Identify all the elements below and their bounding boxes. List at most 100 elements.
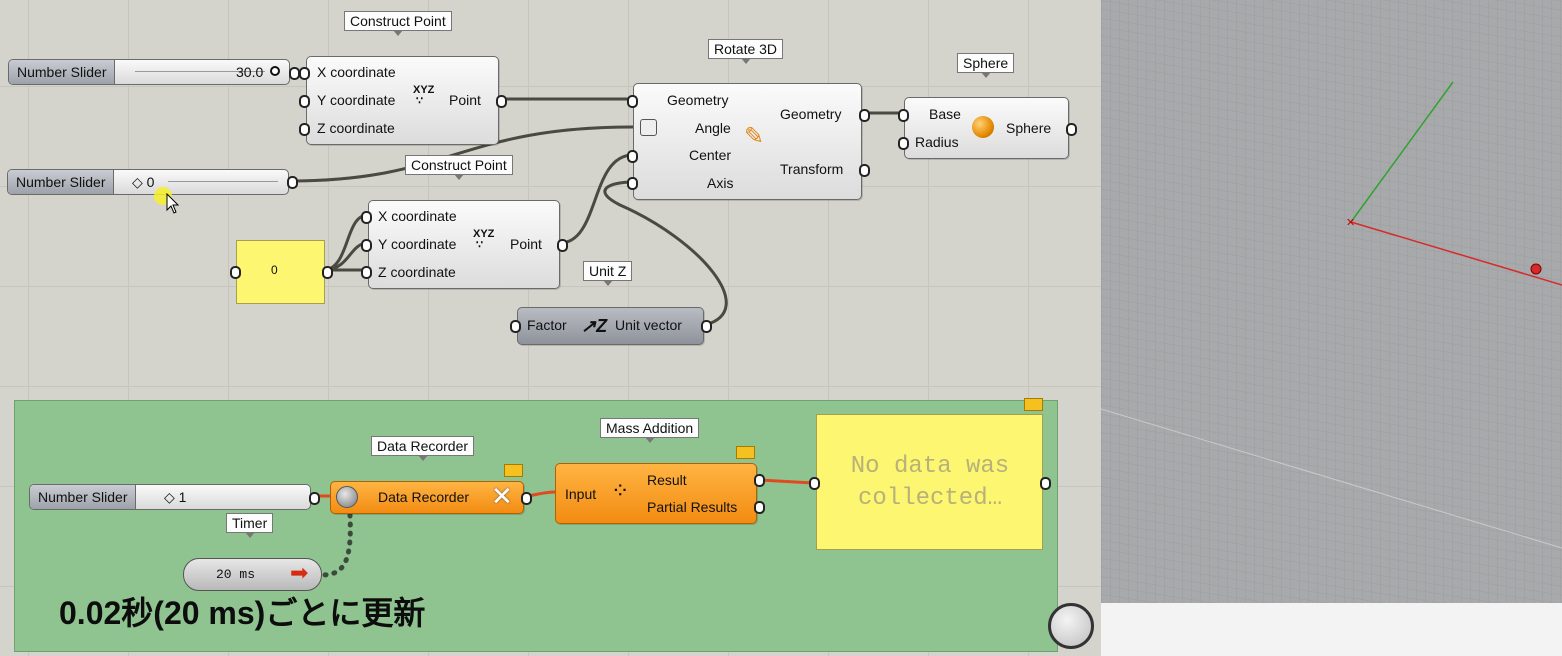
grip-recorder-out[interactable] — [521, 492, 532, 505]
grasshopper-canvas[interactable]: Number Slider 30.0 Construct Point X coo… — [0, 0, 1101, 656]
rhino-viewport[interactable]: ✕ — [1101, 0, 1562, 603]
slider-value: ◇ 1 — [164, 489, 187, 505]
grip-cp1-z[interactable] — [299, 123, 310, 136]
data-recorder-label: Data Recorder — [378, 489, 470, 505]
grip-rot-axis[interactable] — [627, 177, 638, 190]
input-base: Base — [929, 106, 961, 122]
grip-rot-geometry[interactable] — [627, 95, 638, 108]
mass-addition-component[interactable]: Input ⁘ Result Partial Results — [555, 463, 757, 524]
grip-sphere-base[interactable] — [898, 109, 909, 122]
slider-value: 30.0 — [236, 64, 264, 80]
tag-rotate-3d: Rotate 3D — [708, 39, 784, 64]
slider-label: Number Slider — [9, 60, 116, 84]
unit-z-icon: ↗Z — [581, 316, 608, 336]
grip-panel-output-out[interactable] — [1040, 477, 1051, 490]
canvas-navigator-icon[interactable] — [1048, 603, 1094, 649]
grip-cp1-x[interactable] — [299, 67, 310, 80]
panel-value: 0 — [271, 263, 278, 277]
grip-rot-out-geometry[interactable] — [859, 109, 870, 122]
grip-mass-result[interactable] — [754, 474, 765, 487]
output-geometry: Geometry — [780, 106, 842, 122]
origin-marker: ✕ — [1346, 217, 1355, 229]
panel-zero[interactable]: 0 — [236, 240, 325, 304]
tag-construct-point-1: Construct Point — [344, 11, 452, 36]
tag-data-recorder: Data Recorder — [371, 436, 475, 461]
input-center: Center — [689, 147, 732, 163]
panel-output-text: No data was collected… — [825, 451, 1035, 515]
grip-sphere-radius[interactable] — [898, 137, 909, 150]
tag-mass-addition: Mass Addition — [600, 418, 700, 443]
tag-construct-point-2: Construct Point — [405, 155, 513, 180]
input-y-coordinate: Y coordinate — [317, 92, 396, 108]
output-point: Point — [510, 236, 542, 252]
record-toggle-icon[interactable] — [336, 486, 358, 508]
input-z-coordinate: Z coordinate — [317, 120, 395, 136]
number-slider-counter[interactable]: Number Slider ◇ 1 — [29, 484, 311, 510]
grip-cp2-point[interactable] — [557, 239, 568, 252]
viewport-grid: ✕ — [1101, 0, 1562, 603]
grip-mass-partial[interactable] — [754, 501, 765, 514]
output-partial-results: Partial Results — [647, 499, 738, 515]
angle-degree-icon[interactable] — [640, 119, 657, 136]
input-x-coordinate: X coordinate — [378, 208, 457, 224]
caption-text: 0.02秒(20 ms)ごとに更新 — [59, 595, 426, 631]
grip-sphere-out[interactable] — [1066, 123, 1077, 136]
input-radius: Radius — [915, 134, 959, 150]
sphere-component[interactable]: Base Radius Sphere — [904, 97, 1069, 159]
arrow-right-icon: ➡ — [290, 560, 309, 585]
slider-label: Number Slider — [8, 170, 115, 194]
rotate-3d-component[interactable]: Geometry Angle Center Axis ✎ Geometry Tr… — [633, 83, 862, 200]
message-flag-icon — [1024, 398, 1043, 411]
grip-cp2-y[interactable] — [361, 239, 372, 252]
timer-value: 20 ms — [216, 567, 256, 582]
input-angle: Angle — [695, 120, 731, 136]
grip-panel-out[interactable] — [322, 266, 333, 279]
panel-output-line-2: collected… — [857, 485, 1003, 512]
tag-unit-z: Unit Z — [583, 261, 633, 286]
grip-rot-center[interactable] — [627, 150, 638, 163]
mouse-cursor-icon — [166, 193, 180, 214]
timer-component[interactable]: 20 ms ➡ — [183, 558, 322, 591]
number-slider-angle[interactable]: Number Slider ◇ 0 — [7, 169, 289, 195]
grip-rot-out-transform[interactable] — [859, 164, 870, 177]
panel-output-line-1: No data was — [850, 453, 1010, 480]
output-sphere: Sphere — [1006, 120, 1052, 136]
unit-z-component[interactable]: Factor ↗Z Unit vector — [517, 307, 704, 345]
tag-timer: Timer — [226, 513, 274, 538]
grip-slider-angle-out[interactable] — [287, 176, 298, 189]
input-geometry: Geometry — [667, 92, 729, 108]
input-x-coordinate: X coordinate — [317, 64, 396, 80]
y-axis-line — [1350, 81, 1454, 223]
output-transform: Transform — [780, 161, 844, 177]
output-point: Point — [449, 92, 481, 108]
clear-x-icon[interactable]: ✕ — [491, 481, 513, 511]
construct-point-1[interactable]: X coordinate Y coordinate Z coordinate X… — [306, 56, 499, 145]
slider-label: Number Slider — [30, 485, 137, 509]
construct-point-2[interactable]: X coordinate Y coordinate Z coordinate X… — [368, 200, 560, 289]
wire-unitz-to-axis — [603, 180, 728, 327]
output-unit-vector: Unit vector — [615, 317, 682, 333]
xyz-point-icon: XYZ ∵ — [473, 228, 495, 251]
grip-panel-output-in[interactable] — [809, 477, 820, 490]
viewport-bottom-bar — [1101, 603, 1562, 656]
grip-cp2-x[interactable] — [361, 211, 372, 224]
input-factor: Factor — [527, 317, 567, 333]
rotate-icon: ✎ — [744, 123, 765, 150]
grip-cp1-y[interactable] — [299, 95, 310, 108]
grip-cp2-z[interactable] — [361, 266, 372, 279]
panel-output[interactable]: No data was collected… — [816, 414, 1043, 550]
grip-unitz-out[interactable] — [701, 320, 712, 333]
grip-panel-in[interactable] — [230, 266, 241, 279]
data-recorder-component[interactable]: Data Recorder ✕ — [330, 481, 524, 514]
input-z-coordinate: Z coordinate — [378, 264, 456, 280]
slider-knob[interactable] — [270, 66, 280, 76]
slider-track — [135, 71, 265, 72]
input-input: Input — [565, 486, 597, 502]
grip-group-slider-out[interactable] — [309, 492, 320, 505]
grip-unitz-in[interactable] — [510, 320, 521, 333]
sphere-icon — [972, 116, 994, 138]
mass-addition-icon: ⁘ — [611, 478, 630, 503]
grip-cp1-point[interactable] — [496, 95, 507, 108]
sphere-marker — [1530, 263, 1542, 275]
number-slider-x[interactable]: Number Slider 30.0 — [8, 59, 290, 85]
